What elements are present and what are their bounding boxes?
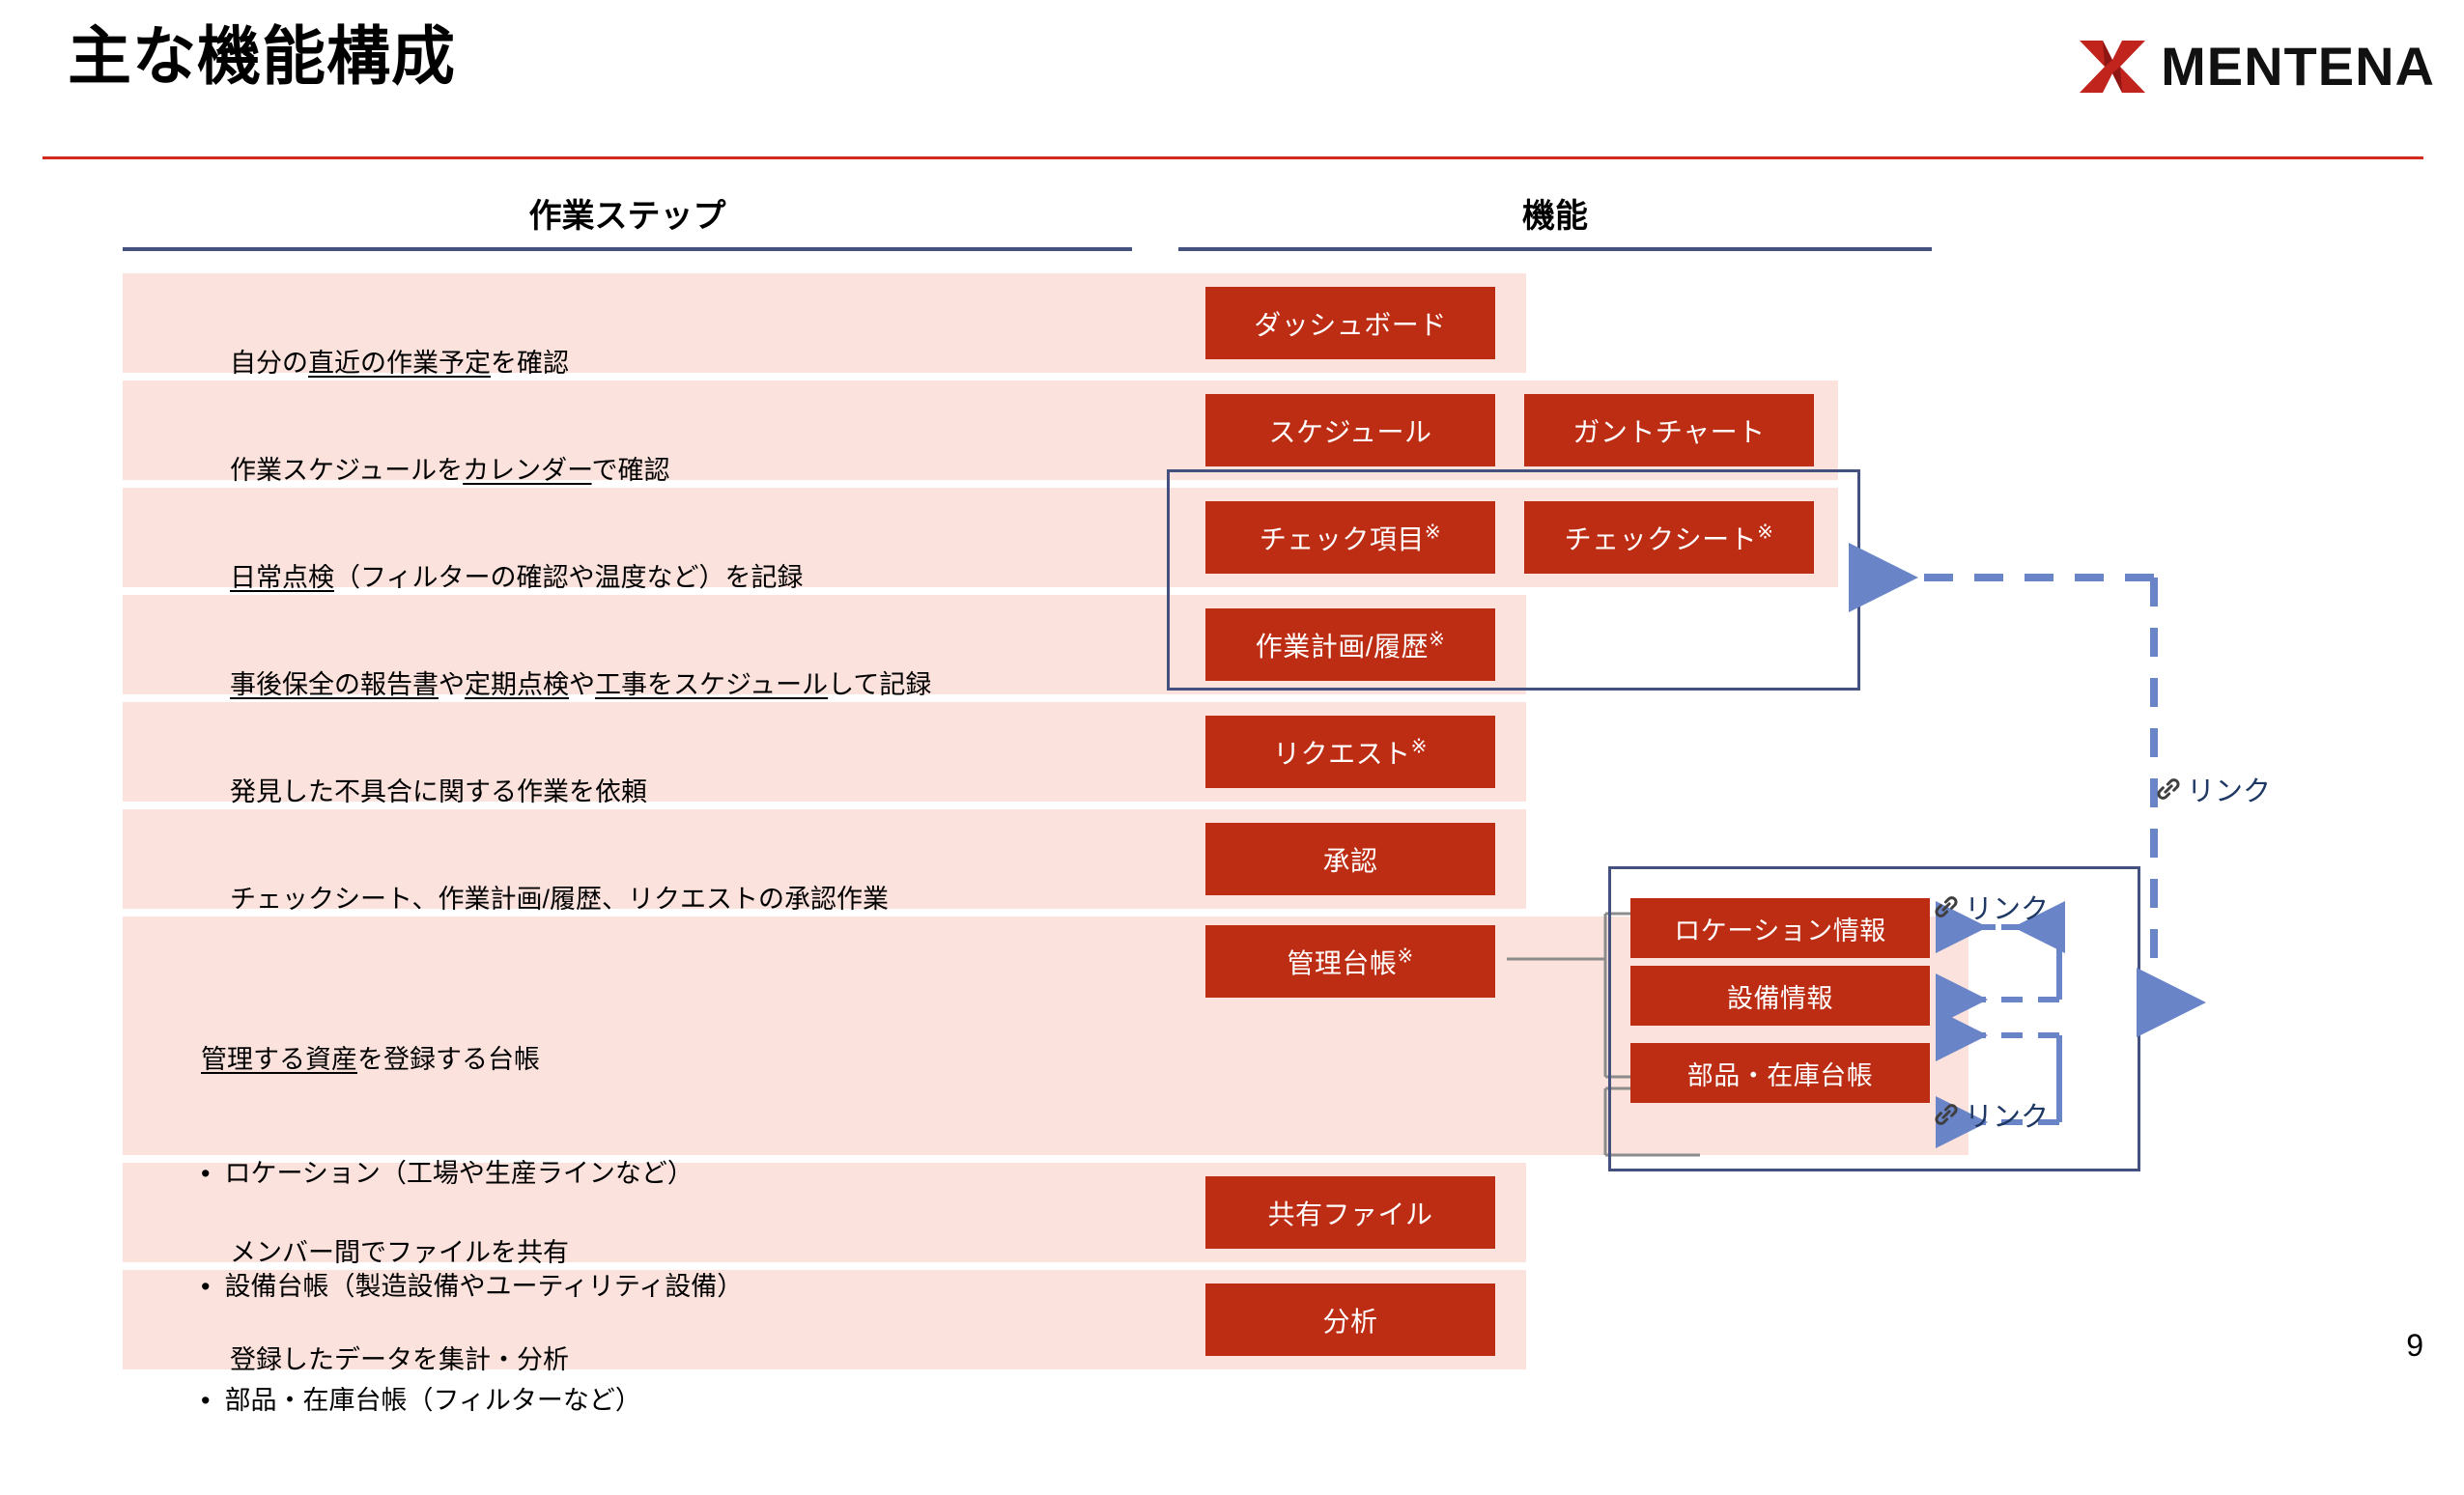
function-chip-dashboard[interactable]: ダッシュボード — [1205, 287, 1495, 359]
function-chip-schedule[interactable]: スケジュール — [1205, 394, 1495, 466]
chain-link-icon — [1935, 896, 1958, 917]
chip-label: ガントチャート — [1572, 416, 1766, 447]
master-ledger-bullet: • 設備台帳（製造設備やユーティリティ設備） — [201, 1272, 744, 1302]
chip-label: 分析 — [1322, 1306, 1378, 1337]
header-divider — [42, 156, 2423, 159]
function-chip-check-items[interactable]: チェック項目※ — [1205, 501, 1495, 574]
function-chip-request[interactable]: リクエスト※ — [1205, 716, 1495, 788]
step-text-approval: チェックシート、作業計画/履歴、リクエストの承認作業 — [201, 843, 889, 956]
link-label-ledger-top: リンク — [1932, 887, 2049, 927]
step-text-work-plan: 事後保全の報告書や定期点検や工事をスケジュールして記録 — [201, 629, 931, 742]
chip-label: 共有ファイル — [1267, 1199, 1433, 1229]
chain-link-icon — [1935, 1104, 1958, 1125]
function-chip-analysis[interactable]: 分析 — [1205, 1283, 1495, 1356]
step-seg: で確認 — [591, 456, 670, 486]
step-seg-underlined: 管理する資産 — [201, 1045, 357, 1075]
master-ledger-heading: 管理する資産を登録する台帳 — [201, 1041, 743, 1079]
chip-label: 部品・在庫台帳 — [1686, 1060, 1874, 1090]
chip-label: リクエスト※ — [1273, 736, 1428, 769]
page-title: 主な機能構成 — [68, 20, 456, 92]
function-chip-approval[interactable]: 承認 — [1205, 823, 1495, 895]
bullet-text: 設備台帳（製造設備やユーティリティ設備） — [224, 1272, 744, 1302]
column-heading-steps: 作業ステップ — [528, 198, 726, 235]
function-chip-gantt-chart[interactable]: ガントチャート — [1524, 394, 1814, 466]
step-seg: チェックシート、作業計画/履歴、リクエストの承認作業 — [230, 885, 889, 915]
chip-label: 承認 — [1322, 845, 1378, 876]
step-text-analysis: 登録したデータを集計・分析 — [201, 1304, 569, 1417]
chip-label: チェック項目※ — [1259, 522, 1442, 554]
link-label-ledger-bottom: リンク — [1932, 1094, 2049, 1135]
step-text-shared-files: メンバー間でファイルを共有 — [201, 1197, 569, 1310]
page-number: 9 — [2406, 1328, 2423, 1363]
step-text-request: 発見した不具合に関する作業を依頼 — [201, 736, 647, 849]
step-seg-underlined: 定期点検 — [465, 670, 570, 700]
step-seg: （フィルターの確認や温度など）を記録 — [334, 563, 804, 593]
step-seg: 発見した不具合に関する作業を依頼 — [230, 777, 648, 807]
step-seg-underlined: 日常点検 — [230, 563, 335, 593]
step-seg: を確認 — [491, 349, 570, 379]
footnote-mark: ※ — [1410, 736, 1428, 758]
chip-label: ロケーション情報 — [1674, 916, 1886, 945]
steps-column-rule — [123, 247, 1132, 251]
link-label-text: リンク — [1965, 894, 2050, 925]
function-chip-work-plan-history[interactable]: 作業計画/履歴※ — [1205, 608, 1495, 681]
step-seg: を登録する台帳 — [357, 1045, 540, 1075]
function-chip-master-ledger[interactable]: 管理台帳※ — [1205, 925, 1495, 998]
step-seg-underlined: 工事をスケジュール — [595, 670, 829, 700]
functions-column-rule — [1178, 247, 1932, 251]
link-label-text: リンク — [1965, 1102, 2050, 1133]
step-text-schedule: 作業スケジュールをカレンダーで確認 — [201, 414, 670, 527]
chip-label: チェックシート※ — [1564, 522, 1774, 554]
chip-label: スケジュール — [1268, 416, 1432, 447]
column-heading-functions: 機能 — [1522, 198, 1588, 235]
step-text-daily-check: 日常点検（フィルターの確認や温度など）を記録 — [201, 522, 803, 635]
function-chip-location-info[interactable]: ロケーション情報 — [1630, 898, 1930, 958]
slide-root: 主な機能構成 MENTENA 作業ステップ 機能 自分の直近の作業予定を確認 作… — [42, 20, 2435, 1415]
chain-link-icon — [2157, 778, 2180, 800]
chip-label: 管理台帳※ — [1287, 945, 1414, 978]
step-seg-underlined: 直近の作業予定 — [308, 349, 492, 379]
step-text-dashboard: 自分の直近の作業予定を確認 — [201, 307, 569, 420]
step-seg: 作業スケジュールを — [230, 456, 464, 486]
master-ledger-bullet: • ロケーション（工場や生産ラインなど） — [201, 1158, 694, 1188]
brand-logo: MENTENA — [2078, 37, 2435, 97]
link-arrow-main-feedback — [1849, 543, 2206, 1037]
step-seg-underlined: カレンダー — [463, 456, 592, 486]
footnote-mark: ※ — [1429, 629, 1446, 651]
link-label-right-main: リンク — [2154, 769, 2271, 809]
step-seg: メンバー間でファイルを共有 — [230, 1238, 570, 1268]
step-seg-underlined: 事後保全の報告書 — [230, 670, 439, 700]
footnote-mark: ※ — [1757, 522, 1774, 544]
chip-label: 作業計画/履歴※ — [1255, 629, 1446, 662]
group-outline-inspection — [1167, 469, 1860, 691]
step-seg: 登録したデータを集計・分析 — [230, 1345, 570, 1375]
bullet-text: ロケーション（工場や生産ラインなど） — [224, 1158, 694, 1188]
step-seg: 自分の — [230, 349, 309, 379]
link-arrows-ledger — [1936, 901, 2065, 1148]
footnote-mark: ※ — [1397, 945, 1414, 968]
function-chip-equipment-info[interactable]: 設備情報 — [1630, 966, 1930, 1026]
function-chip-parts-stock-ledger[interactable]: 部品・在庫台帳 — [1630, 1043, 1930, 1103]
chip-label: 設備情報 — [1727, 983, 1833, 1013]
step-seg: や — [439, 670, 466, 700]
function-chip-check-sheet[interactable]: チェックシート※ — [1524, 501, 1814, 574]
brand-logo-text: MENTENA — [2161, 36, 2435, 97]
link-label-text: リンク — [2187, 776, 2272, 807]
step-seg: して記録 — [828, 670, 932, 700]
function-chip-shared-files[interactable]: 共有ファイル — [1205, 1176, 1495, 1249]
step-seg: や — [569, 670, 596, 700]
chip-label: ダッシュボード — [1254, 309, 1447, 340]
footnote-mark: ※ — [1424, 522, 1442, 544]
mentena-x-mark-icon — [2080, 41, 2146, 93]
